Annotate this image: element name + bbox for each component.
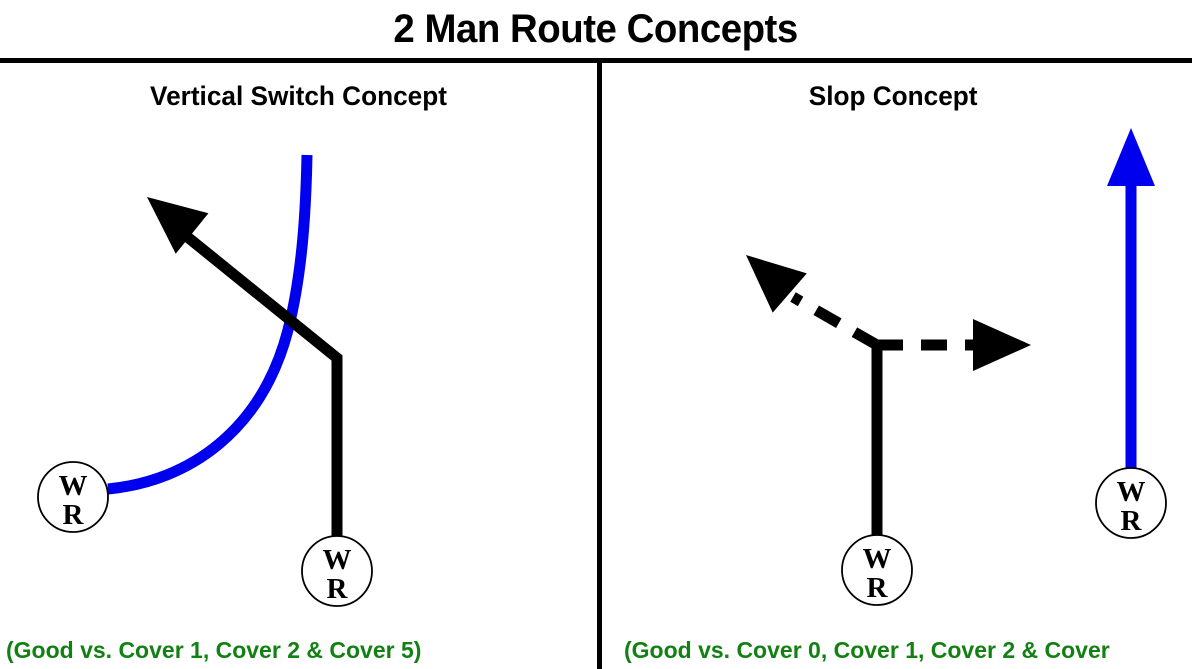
page-title: 2 Man Route Concepts bbox=[393, 7, 799, 51]
panel-caption-vertical-switch: (Good vs. Cover 1, Cover 2 & Cover 5) bbox=[6, 637, 422, 663]
panel-heading-vertical-switch: Vertical Switch Concept bbox=[150, 81, 447, 111]
panel-vertical-switch: Vertical Switch Concept (Good vs. Cover … bbox=[0, 63, 597, 669]
title-bar: 2 Man Route Concepts bbox=[0, 0, 1192, 58]
panel-caption-slop: (Good vs. Cover 0, Cover 1, Cover 2 & Co… bbox=[624, 637, 1110, 663]
panel-heading-slop: Slop Concept bbox=[808, 81, 978, 111]
divider-vertical bbox=[597, 58, 602, 669]
divider-horizontal bbox=[0, 58, 1192, 63]
panel-slop: Slop Concept (Good vs. Cover 0, Cover 1,… bbox=[602, 63, 1192, 669]
